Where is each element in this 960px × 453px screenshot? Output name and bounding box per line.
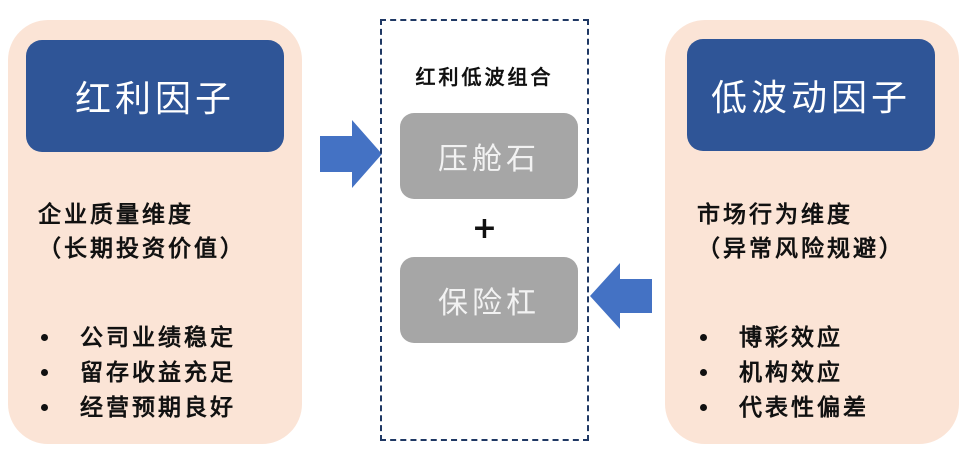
low-volatility-factor-header: 低波动因子 <box>687 39 935 151</box>
low-vol-bullet-list: 博彩效应 机构效应 代表性偏差 <box>697 320 869 425</box>
list-item: 代表性偏差 <box>697 390 869 425</box>
plus-sign: + <box>471 211 498 246</box>
low-vol-dimension-label: 市场行为维度 <box>697 201 853 228</box>
list-item: 留存收益充足 <box>38 355 236 390</box>
list-item: 经营预期良好 <box>38 390 236 425</box>
list-item: 机构效应 <box>697 355 869 390</box>
low-vol-dimension-note: （异常风险规避） <box>697 235 905 262</box>
dividend-dimension: 企业质量维度 （长期投资价值） <box>38 198 246 266</box>
bullet-icon <box>700 404 707 411</box>
low-vol-dimension: 市场行为维度 （异常风险规避） <box>697 198 905 266</box>
bullet-icon <box>41 404 48 411</box>
bumper-block: 保险杠 <box>400 257 578 343</box>
dividend-bullet-list: 公司业绩稳定 留存收益充足 经营预期良好 <box>38 320 236 425</box>
list-item: 博彩效应 <box>697 320 869 355</box>
bullet-icon <box>41 334 48 341</box>
dividend-factor-header: 红利因子 <box>26 40 284 152</box>
dividend-low-vol-combo: 红利低波组合 压舱石 + 保险杠 <box>380 19 589 441</box>
combo-title: 红利低波组合 <box>415 65 554 89</box>
low-volatility-factor-title: 低波动因子 <box>710 78 911 119</box>
bullet-icon <box>41 369 48 376</box>
dividend-dimension-note: （长期投资价值） <box>38 235 246 262</box>
dividend-dimension-label: 企业质量维度 <box>38 201 194 228</box>
low-volatility-factor-panel: 低波动因子 市场行为维度 （异常风险规避） 博彩效应 机构效应 代表性偏差 <box>665 20 959 444</box>
bullet-icon <box>700 334 707 341</box>
arrow-right-icon <box>320 120 382 188</box>
arrow-left-icon <box>590 263 652 329</box>
list-item: 公司业绩稳定 <box>38 320 236 355</box>
bullet-icon <box>700 369 707 376</box>
ballast-block: 压舱石 <box>400 113 578 199</box>
dividend-factor-panel: 红利因子 企业质量维度 （长期投资价值） 公司业绩稳定 留存收益充足 经营预期良… <box>8 20 302 444</box>
dividend-factor-title: 红利因子 <box>74 79 235 120</box>
